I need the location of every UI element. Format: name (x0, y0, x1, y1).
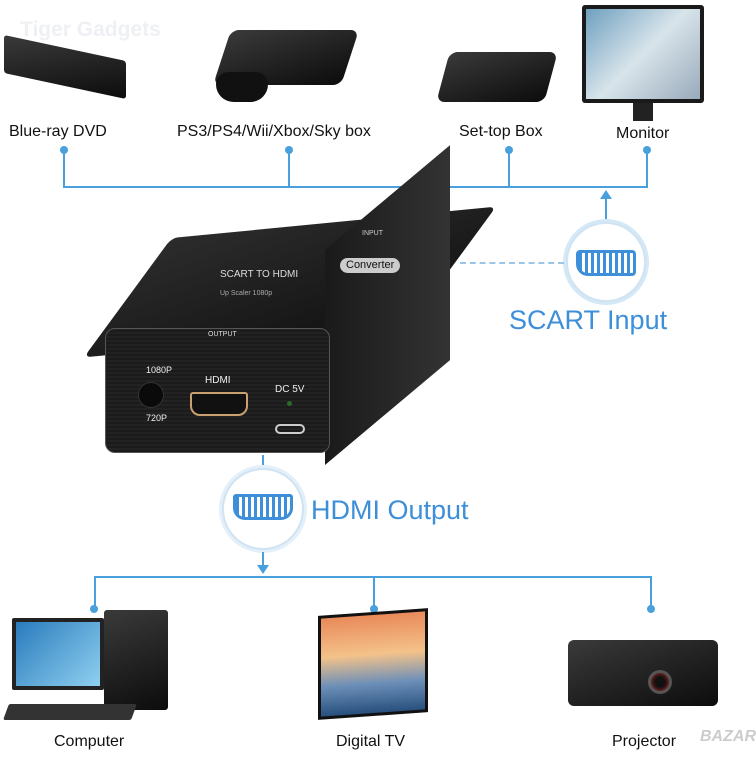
connector-line (63, 186, 648, 188)
connector-line (63, 150, 65, 187)
computer-tower (104, 610, 168, 710)
hdmi-label: HDMI (205, 375, 231, 386)
hdmi-port (190, 392, 248, 416)
output-label: OUTPUT (208, 331, 237, 338)
arrow-up-icon (600, 190, 612, 199)
scart-port-icon (566, 222, 646, 302)
hdmi-port-icon (222, 468, 304, 550)
device-subtitle: Up Scaler 1080p (220, 290, 273, 297)
dc-label: DC 5V (275, 384, 305, 395)
connector-line (94, 576, 96, 606)
computer-icon (12, 618, 104, 690)
power-led (287, 401, 292, 406)
monitor-icon (582, 5, 704, 103)
micro-usb-port (275, 424, 305, 434)
device-badge: Converter (340, 258, 401, 273)
hdmi-output-label: HDMI Output (311, 495, 469, 525)
keyboard (3, 704, 137, 720)
monitor-stand (633, 103, 653, 121)
source-label-console: PS3/PS4/Wii/Xbox/Sky box (177, 123, 371, 140)
source-label-settop: Set-top Box (459, 123, 543, 140)
connector-line (373, 576, 375, 606)
set-top-box-icon (436, 52, 558, 102)
connector-dot (370, 605, 378, 613)
connector-line (288, 150, 290, 187)
output-label-projector: Projector (612, 733, 677, 750)
switch-high-label: 1080P (146, 365, 173, 375)
connector-dot (647, 605, 655, 613)
output-label-tv: Digital TV (336, 733, 406, 750)
output-label-computer: Computer (54, 733, 125, 750)
connector-line (650, 576, 652, 606)
connector-line (508, 150, 510, 187)
dvd-player-icon (4, 35, 126, 99)
scart-input-label: SCART Input (509, 305, 668, 335)
arrow-down-icon (257, 565, 269, 574)
connector-dot (90, 605, 98, 613)
input-label: INPUT (362, 230, 383, 237)
tv-icon (318, 608, 428, 720)
device-side (325, 145, 450, 465)
projector-icon (568, 640, 718, 706)
watermark: Tiger Gadgets (20, 18, 161, 41)
source-label-dvd: Blue-ray DVD (9, 123, 107, 140)
connector-line (262, 455, 264, 469)
connector-line (605, 196, 607, 224)
dashed-link (460, 262, 564, 264)
converter-device: INPUT Converter SCART TO HDMI Up Scaler … (83, 145, 497, 470)
device-title: SCART TO HDMI (220, 269, 299, 280)
connector-line (262, 552, 264, 570)
source-label-monitor: Monitor (616, 125, 670, 142)
resolution-switch[interactable] (138, 382, 164, 408)
controller-icon (216, 72, 268, 102)
connector-line (646, 150, 648, 187)
switch-low-label: 720P (146, 413, 168, 423)
corner-logo: BAZAR (700, 728, 756, 745)
